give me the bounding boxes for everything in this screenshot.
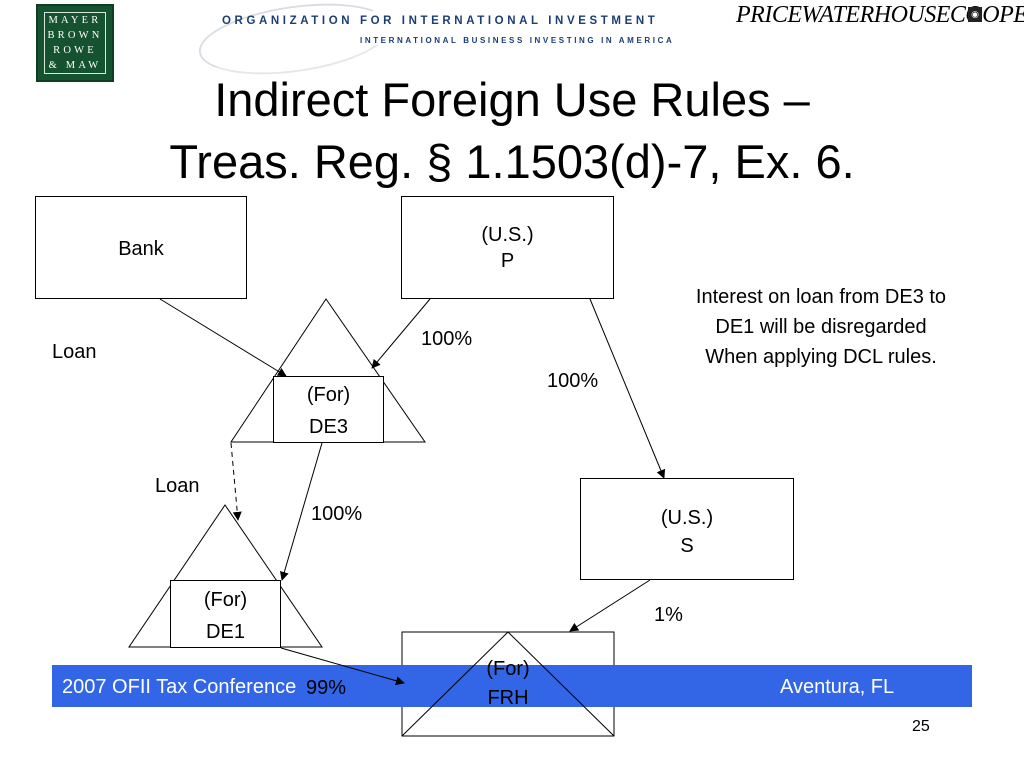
- bank-label: Bank: [118, 238, 164, 260]
- p-box: [401, 196, 614, 299]
- pwc-mark-icon: ◉: [968, 7, 982, 22]
- s-label-line-1: (U.S.): [660, 507, 714, 529]
- logo-line: & MAW: [48, 60, 102, 71]
- pct-de1-frh: 99%: [306, 677, 347, 699]
- de1-label-line-2: DE1: [206, 621, 245, 643]
- pct-p-de3: 100%: [421, 328, 473, 350]
- note-line-3: When applying DCL rules.: [705, 346, 937, 368]
- ofii-org-tagline: INTERNATIONAL BUSINESS INVESTING IN AMER…: [360, 36, 675, 45]
- arrow-de1-to-frh: [280, 647, 405, 686]
- de3-box: [273, 376, 384, 443]
- de3-label-line-2: DE3: [309, 416, 348, 438]
- de3-label-line-1: (For): [306, 384, 351, 406]
- arrow-bank-to-de3: [159, 298, 287, 377]
- bank-box: [35, 196, 247, 299]
- arrow-p-to-de3: [371, 298, 431, 369]
- slide-title-line-1: Indirect Foreign Use Rules –: [214, 73, 810, 126]
- de1-box: [170, 580, 281, 648]
- pct-de3-de1: 100%: [311, 503, 363, 525]
- loan-label-de3: Loan: [155, 475, 200, 497]
- p-label-line-2: P: [500, 250, 515, 272]
- arrow-p-to-s: [589, 298, 666, 479]
- s-label-line-2: S: [680, 535, 694, 557]
- ofii-org-name: ORGANIZATION FOR INTERNATIONAL INVESTMEN…: [222, 15, 659, 27]
- footer-location: Aventura, FL: [780, 676, 895, 698]
- note-line-2: DE1 will be disregarded: [715, 316, 927, 338]
- logo-line: MAYER: [48, 15, 102, 26]
- logo-line: BROWN: [47, 30, 103, 41]
- footer-bar: [52, 665, 972, 707]
- arrow-loan-de3-to-de1: [230, 442, 242, 521]
- arrow-de3-to-de1: [279, 442, 323, 581]
- note-line-1: Interest on loan from DE3 to: [695, 286, 947, 308]
- logo-line: ROWE: [53, 45, 97, 56]
- page-number: 25: [912, 718, 930, 735]
- frh-label-line-1: (For): [486, 658, 530, 680]
- s-box: [580, 478, 794, 580]
- mayer-brown-logo: MAYER BROWN ROWE & MAW: [36, 4, 114, 82]
- slide-title-line-2: Treas. Reg. § 1.1503(d)-7, Ex. 6.: [169, 135, 855, 188]
- p-label-line-1: (U.S.): [481, 224, 534, 246]
- footer-conference: 2007 OFII Tax Conference: [62, 676, 297, 698]
- frh-label-line-2: FRH: [487, 687, 529, 709]
- arrow-s-to-frh: [569, 579, 651, 632]
- pct-p-s: 100%: [547, 370, 599, 392]
- frh-triangle: [401, 631, 615, 737]
- pct-s-frh: 1%: [654, 604, 683, 626]
- de1-label-line-1: (For): [203, 589, 248, 611]
- loan-label-bank: Loan: [52, 341, 97, 363]
